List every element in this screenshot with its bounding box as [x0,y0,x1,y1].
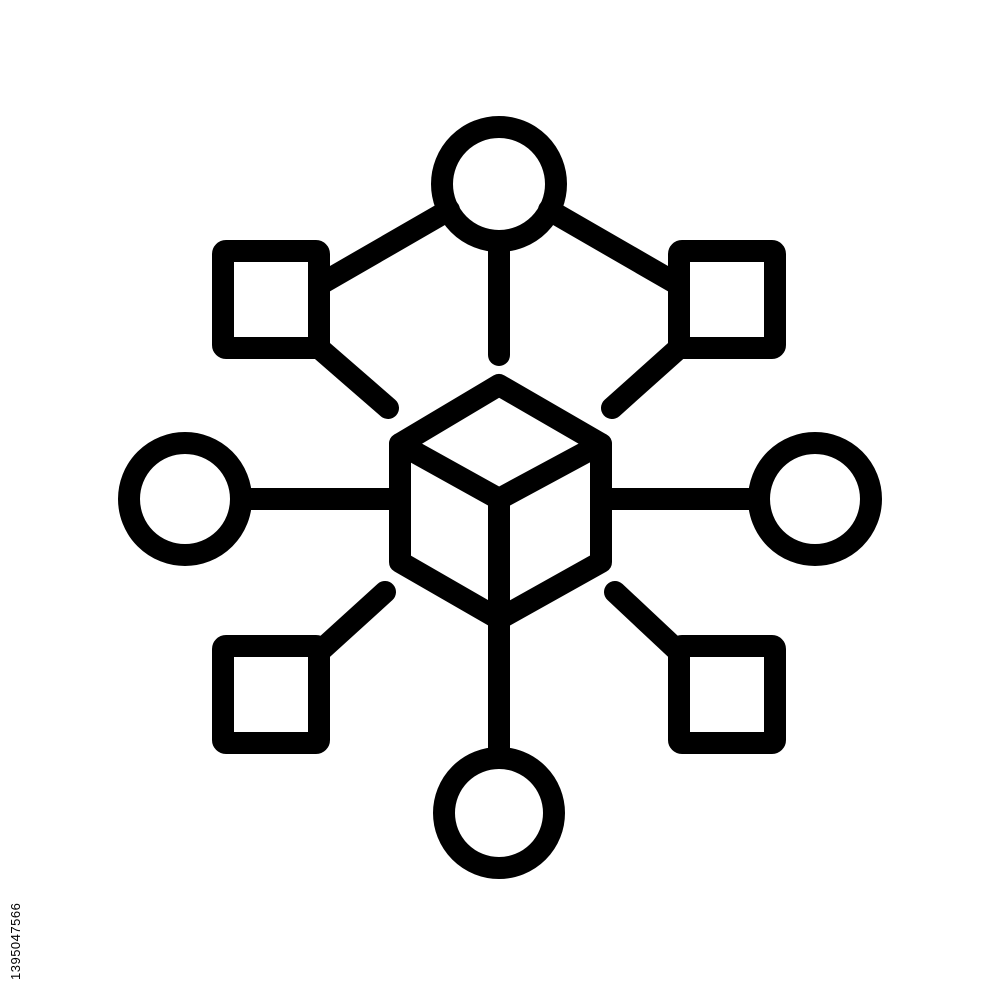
top-right-square-node [668,240,786,359]
stock-id-watermark: 1395047566 [8,902,23,980]
left-circle-node [118,432,252,566]
center-cube-icon [389,374,612,630]
right-circle-node [748,432,882,566]
connection-lines [230,199,770,769]
bottom-left-square-node [212,635,330,754]
top-circle-node [431,116,567,252]
bottom-circle-node [433,747,565,879]
bottom-right-square-node [668,635,786,754]
top-left-square-node [212,240,330,359]
